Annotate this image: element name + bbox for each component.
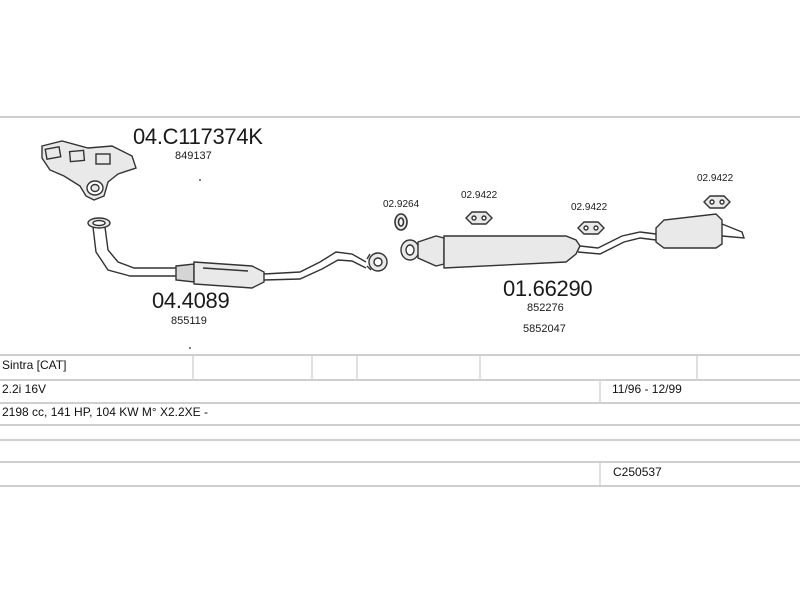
hanger-1-part-number: 02.9422 [461,190,498,201]
hanger-3 [703,195,731,209]
rear-section [400,213,746,269]
leader-marks [189,179,201,349]
table-dividers [192,356,698,485]
front-pipe-ref: 855119 [171,315,207,327]
gasket-02-9264 [394,213,408,231]
manifold-part-number: 04.C117374K [133,124,263,149]
production-dates: 11/96 - 12/99 [612,382,682,396]
front-pipe [87,217,388,289]
front-pipe-part-number: 04.4089 [152,288,230,313]
vehicle-model: Sintra [CAT] [2,358,67,372]
gasket-part-number: 02.9264 [383,199,420,210]
hanger-2 [577,221,605,235]
hanger-3-part-number: 02.9422 [697,173,734,184]
hanger-1 [465,211,493,225]
catalog-code: C250537 [613,465,662,479]
manifold-ref: 849137 [175,150,212,162]
engine-variant: 2.2i 16V [2,382,47,396]
muffler-part-number: 01.66290 [503,276,593,301]
frame-lines [0,116,800,487]
engine-spec: 2198 cc, 141 HP, 104 KW M° X2.2XE - [2,405,209,419]
muffler-ref-2: 5852047 [523,323,566,335]
exhaust-manifold [41,140,137,201]
muffler-ref-1: 852276 [527,302,564,314]
hanger-2-part-number: 02.9422 [571,202,608,213]
